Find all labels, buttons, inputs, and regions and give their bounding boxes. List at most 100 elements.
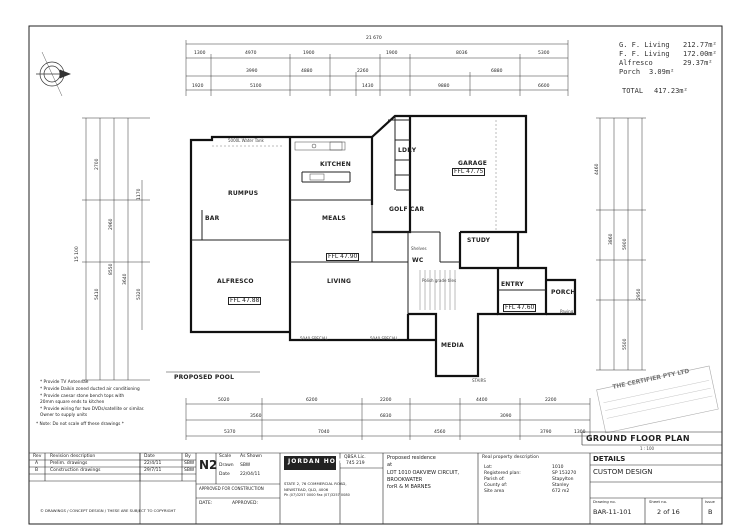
note-4: * Provide wiring for two DVDs/satellite …	[40, 407, 145, 412]
approved-construction: APPROVED FOR CONSTRUCTION	[199, 486, 264, 491]
date-value: 22/04/11	[240, 472, 261, 477]
stairs-note: STAIRS	[472, 378, 486, 383]
dim-top-r3-1: 5100	[250, 84, 262, 89]
rev-row-0-date: 22/4/11	[144, 461, 162, 466]
county-value: Stanley	[552, 483, 569, 488]
sheet-border	[28, 25, 723, 525]
left-dimension-lines	[82, 117, 150, 381]
scale-value: As Shown	[240, 454, 262, 459]
room-golf-car: GOLF CAR	[389, 206, 425, 213]
ffl-entry: FFL 47.60	[503, 304, 537, 312]
parish-value: Stapylton	[552, 477, 574, 482]
stairs-symbol	[419, 270, 456, 310]
note-3: 20mm square ends to kitchen	[40, 400, 105, 405]
note-1: * Provide Daikin zoned ducted air condit…	[40, 387, 140, 392]
site-area-label: Site area	[484, 489, 505, 494]
drawing-no: BAR-11-101	[593, 508, 632, 516]
internal-walls	[191, 116, 546, 314]
room-wc: WC	[412, 257, 424, 264]
details-heading: DETAILS	[593, 455, 626, 463]
alfresco-area-value: 29.37m²	[683, 59, 713, 67]
design-type: CUSTOM DESIGN	[593, 468, 653, 476]
room-porch: PORCH	[551, 289, 576, 296]
alfresco-area-label: Alfresco	[619, 59, 653, 67]
dim-top-r1-1: 4970	[245, 51, 257, 56]
drawn-value: SBW	[240, 463, 251, 468]
room-meals: MEALS	[322, 215, 346, 222]
dim-left-1: 2960	[109, 218, 114, 230]
total-area-label: TOTAL	[622, 87, 644, 95]
dim-top-r1-4: 1900	[386, 51, 398, 56]
dim-bottom-r3-3: 3790	[540, 430, 552, 435]
note-2: * Provide caesar stone bench tops with	[40, 394, 125, 399]
dim-top-r2-0: 3990	[246, 69, 258, 74]
rev-header-rev: Rev	[33, 454, 42, 459]
paving-note: Paving	[560, 309, 574, 314]
scale-label: Scale	[219, 454, 232, 459]
qbsa-number: 745 219	[346, 461, 365, 466]
rev-row-1-rev: B	[35, 468, 39, 473]
dim-top-r1-3: 8036	[456, 51, 468, 56]
porch-area-label: Porch	[619, 68, 641, 76]
drawing-no-label: Drawing no.	[593, 499, 616, 504]
bottom-dimension-lines	[185, 398, 591, 440]
dim-top-r2-1: 4880	[301, 69, 313, 74]
qbsa-label: QBSA Lic.	[344, 455, 366, 460]
note-0: * Provide TV Antennae	[40, 380, 89, 385]
approved-by: APPROVED:	[232, 501, 258, 506]
plan-scale: 1 : 100	[640, 446, 655, 451]
county-label: County of:	[484, 483, 508, 488]
builder-logo-text: JORDAN HOMES	[288, 458, 354, 465]
approved-date: DATE:	[199, 501, 213, 506]
ffl-meals: FFL 47.90	[326, 253, 360, 261]
kitchen-fixtures	[294, 141, 346, 181]
project-title-1: Proposed residence	[387, 455, 436, 461]
builder-logo-icon	[284, 456, 336, 470]
gf-living-label: G. F. Living	[619, 41, 670, 49]
dim-left-4: 5410	[95, 288, 100, 300]
project-suburb: BROOKWATER	[387, 477, 423, 483]
lot-value: 1010	[552, 465, 564, 470]
room-living: LIVING	[327, 278, 352, 285]
ffl-alfresco: FFL 47.88	[228, 297, 262, 305]
dim-bottom-r1-0: 5020	[218, 398, 230, 403]
dim-bottom-r3-0: 5370	[224, 430, 236, 435]
dim-left-0: 2700	[95, 158, 100, 170]
sheet-no-label: Sheet no.	[649, 499, 668, 504]
gf-living-value: 212.77m²	[683, 41, 717, 49]
date-label: Date	[219, 472, 230, 477]
dim-bottom-r3-4: 1300	[574, 430, 586, 435]
north-arrow-icon	[36, 51, 71, 97]
rev-row-0-by: SBW	[184, 461, 195, 466]
builder-address-2: NEWSTEAD, QLD, 4006	[284, 487, 329, 492]
dim-left-6: 1170	[137, 188, 142, 200]
lot-label: Lot:	[484, 465, 493, 470]
special-note-2: 5040 SPECIAL	[370, 336, 398, 341]
dim-bottom-r3-2: 4560	[434, 430, 446, 435]
ff-living-value: 172.00m²	[683, 50, 717, 58]
rev-row-1-date: 29/7/11	[144, 468, 162, 473]
issue-value: B	[708, 508, 713, 516]
wind-rating: N2	[199, 458, 218, 472]
rev-header-by: By	[185, 454, 191, 459]
dim-top-r3-2: 1430	[362, 84, 374, 89]
right-dimension-lines	[596, 117, 646, 371]
rev-row-1-desc: Construction drawings	[50, 468, 101, 473]
plan-label: Registered plan:	[484, 471, 521, 476]
rev-header-desc: Revision description	[50, 454, 96, 459]
dim-right-1: 3860	[609, 233, 614, 245]
project-address: LOT 1010 OAKVIEW CIRCUIT,	[387, 470, 460, 476]
dim-top-r1-0: 1300	[194, 51, 206, 56]
shelves-note: Shelves	[411, 246, 427, 251]
issue-label: Issue	[705, 499, 715, 504]
note-6: * Note: Do not scale off these drawings …	[36, 422, 124, 427]
dim-top-r2-3: 6880	[491, 69, 503, 74]
dim-top-r1-5: 5300	[538, 51, 550, 56]
room-entry: ENTRY	[501, 281, 524, 288]
room-media: MEDIA	[441, 342, 464, 349]
project-owner: R & M BARNES	[394, 484, 431, 490]
room-kitchen: KITCHEN	[320, 161, 351, 168]
sheet-no: 2 of 16	[657, 508, 680, 516]
